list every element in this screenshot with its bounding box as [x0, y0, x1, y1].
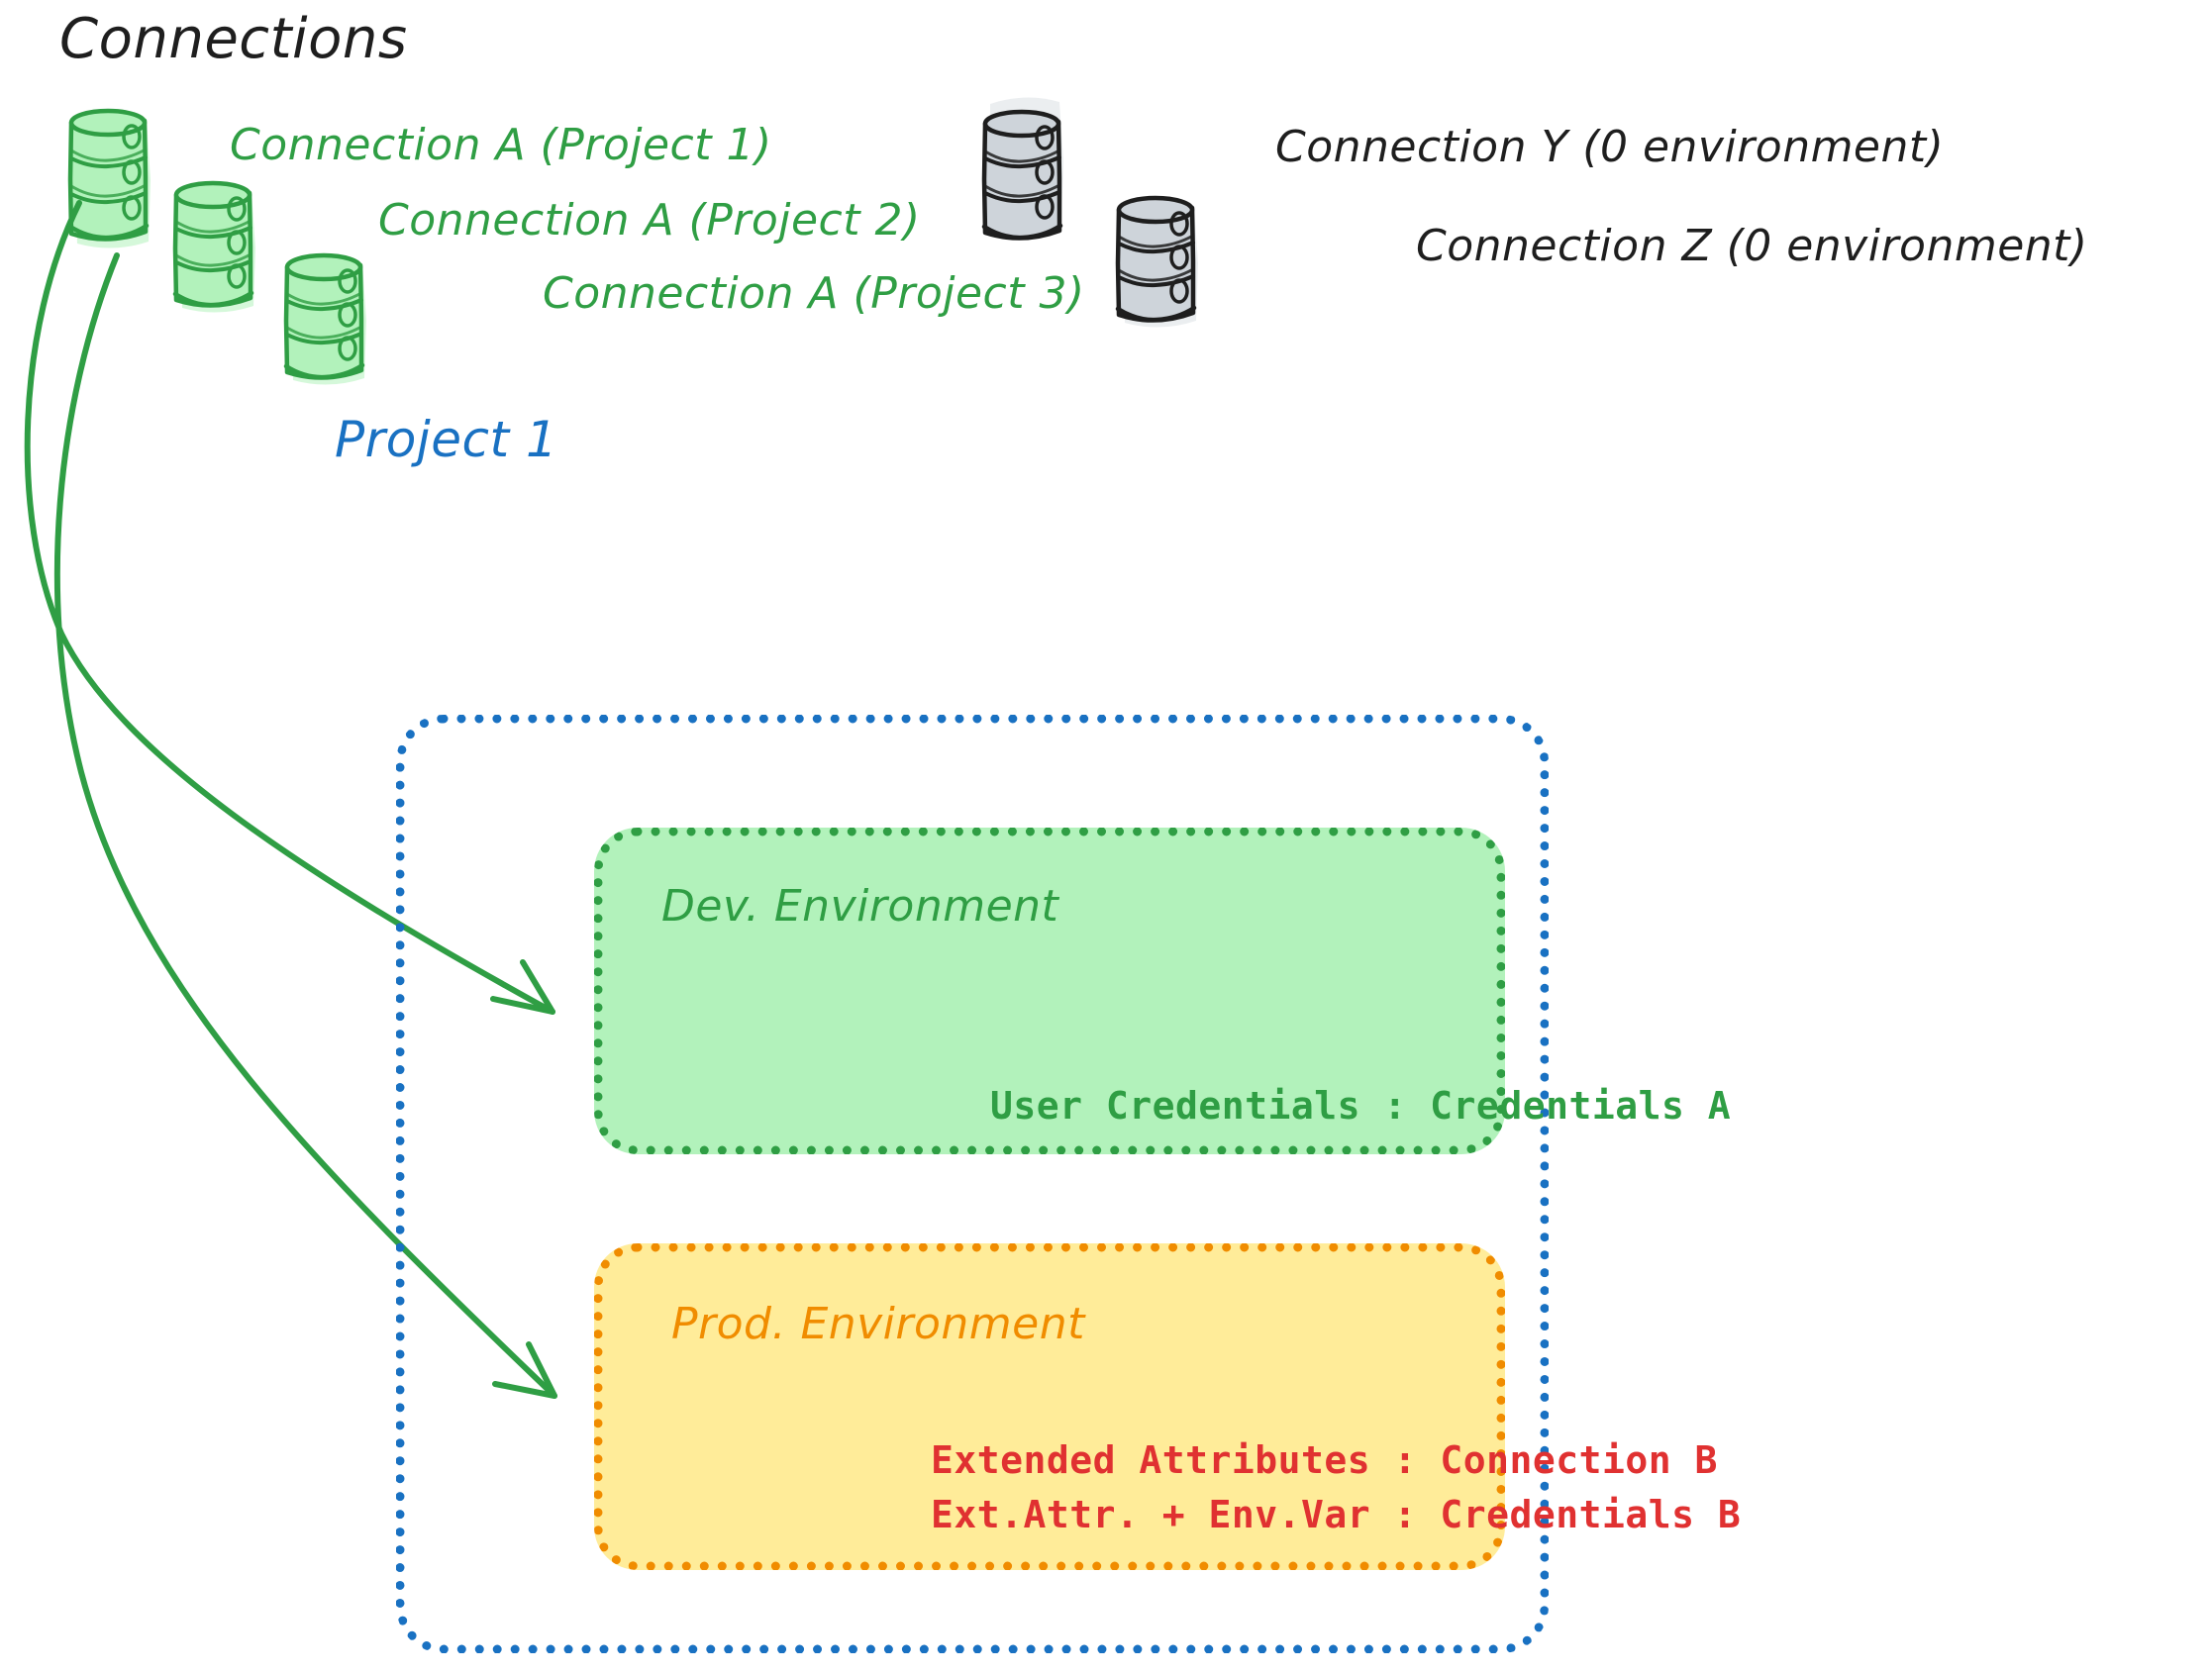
database-cylinder-icon-connection-y[interactable] — [981, 97, 1063, 241]
dev-environment-rows: User Credentials : Credentials A — [990, 1079, 1731, 1133]
database-cylinder-icon-connection-a-project-1[interactable] — [67, 108, 151, 248]
arrow-connection-a-to-dev-environment — [24, 200, 555, 1015]
connection-label-a-project-2[interactable]: Connection A (Project 2) — [378, 195, 921, 246]
prod-row-1: Ext.Attr. + Env.Var : Credentials B — [931, 1493, 1742, 1537]
page-title: Connections — [59, 7, 408, 71]
prod-row-0: Extended Attributes : Connection B — [931, 1438, 1718, 1482]
connection-label-z[interactable]: Connection Z (0 environment) — [1416, 221, 2088, 271]
prod-environment-title: Prod. Environment — [671, 1299, 1085, 1349]
database-cylinder-icon-connection-a-project-3[interactable] — [283, 252, 366, 385]
database-cylinder-icon-connection-a-project-2[interactable] — [172, 180, 255, 313]
connection-label-y[interactable]: Connection Y (0 environment) — [1275, 122, 1945, 172]
dev-environment-title: Dev. Environment — [661, 881, 1059, 932]
project-title: Project 1 — [335, 411, 558, 468]
dev-row-0: User Credentials : Credentials A — [990, 1084, 1732, 1128]
database-cylinder-icon-connection-z[interactable] — [1115, 195, 1198, 328]
arrow-connection-a-to-prod-environment — [53, 252, 557, 1399]
prod-environment-rows: Extended Attributes : Connection B Ext.At… — [931, 1433, 1741, 1542]
connection-label-a-project-1[interactable]: Connection A (Project 1) — [230, 120, 772, 170]
connection-label-a-project-3[interactable]: Connection A (Project 3) — [543, 268, 1085, 319]
prod-environment-box[interactable] — [594, 1243, 1505, 1570]
project-container — [396, 715, 1549, 1653]
dev-environment-box[interactable] — [594, 828, 1505, 1154]
